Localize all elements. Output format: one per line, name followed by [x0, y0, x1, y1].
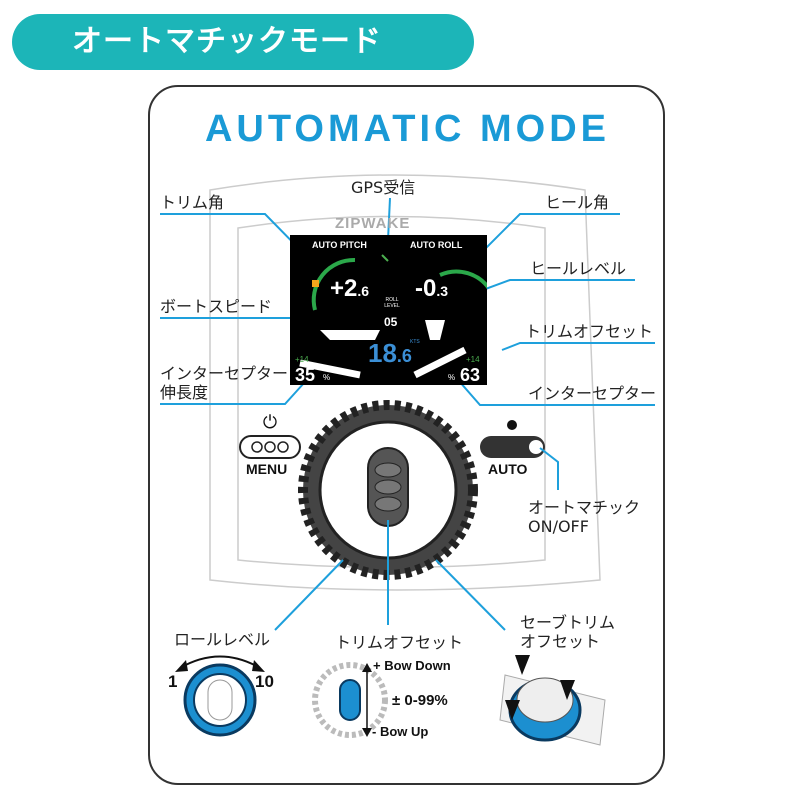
roll-level-value: 05	[384, 315, 398, 329]
roll-level-label: ROLL LEVEL	[384, 297, 400, 309]
callout-interceptor: インターセプター	[528, 384, 657, 403]
auto-button	[480, 436, 545, 458]
speed-value: 18.6	[368, 338, 412, 368]
roll-level-title: ロールレベル	[174, 630, 271, 649]
roll-value: -0.3	[415, 275, 449, 302]
menu-label: MENU	[246, 461, 288, 477]
left-offset: +14	[295, 355, 309, 364]
bow-down-label: + Bow Down	[373, 658, 451, 673]
mode-banner: オートマチックモード	[12, 14, 474, 70]
speed-unit: KTS	[410, 339, 420, 345]
right-percent-sign: %	[448, 373, 456, 382]
device-outline	[148, 85, 665, 785]
power-icon: ⏻	[263, 412, 277, 433]
auto-label: AUTO	[488, 461, 528, 477]
callout-heel-angle: ヒール角	[545, 193, 610, 212]
auto-pitch-label: AUTO PITCH	[312, 240, 367, 250]
boat-side-icon	[320, 330, 380, 340]
callout-heel-level: ヒールレベル	[530, 259, 627, 278]
bow-up-label: - Bow Up	[372, 724, 429, 739]
callout-gps: GPS受信	[351, 178, 416, 197]
page-title: AUTOMATIC MODE	[204, 108, 610, 150]
trim-range-label: ± 0-99%	[392, 692, 448, 709]
roll-max: 10	[255, 672, 274, 691]
auto-roll-label: AUTO ROLL	[410, 240, 463, 250]
callout-interceptor-extension: インターセプター伸長度	[160, 364, 289, 402]
roll-min: 1	[168, 672, 178, 691]
save-trim-title: セーブトリムオフセット	[520, 613, 616, 651]
press-arrow-icon	[515, 655, 530, 675]
gps-icon	[381, 254, 389, 262]
left-percent-sign: %	[323, 373, 331, 382]
right-offset: +14	[466, 355, 480, 364]
auto-indicator-icon	[507, 420, 517, 430]
left-interceptor-percent: 35	[295, 365, 316, 385]
display-screen: AUTO PITCH AUTO ROLL +2.6 -0.3 ROLL LEVE…	[290, 235, 487, 385]
boat-rear-icon	[425, 320, 445, 340]
trim-offset-title: トリムオフセット	[335, 633, 464, 652]
menu-button	[239, 435, 301, 459]
callout-trim-angle: トリム角	[160, 193, 225, 212]
callout-boat-speed: ボートスピード	[160, 297, 273, 316]
pitch-value: +2.6	[330, 275, 370, 302]
brand-logo: ZIPWAKE	[335, 215, 411, 232]
callout-trim-offset: トリムオフセット	[525, 322, 654, 341]
bezel-inner	[237, 215, 546, 569]
right-interceptor-percent: 63	[460, 365, 481, 385]
